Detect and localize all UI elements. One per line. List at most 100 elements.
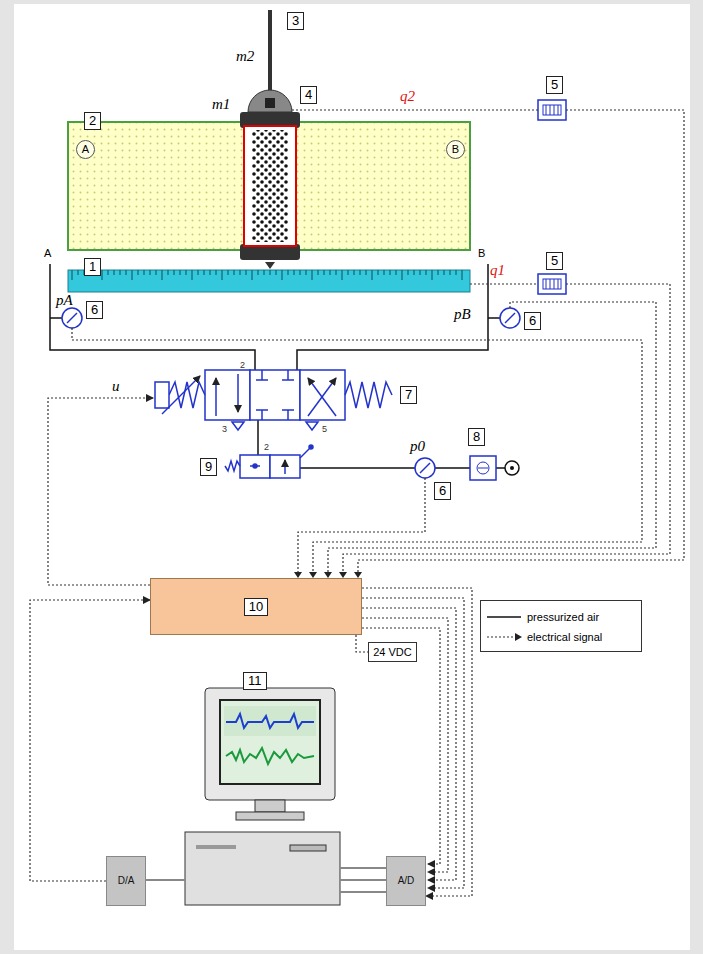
ruler-ticks xyxy=(294,270,295,275)
position-sensor xyxy=(558,279,559,289)
shutoff-valve xyxy=(284,460,286,474)
controller-box: 10 xyxy=(150,578,362,635)
air-pipes xyxy=(496,467,505,469)
proportional-valve xyxy=(162,376,200,414)
legend-sample xyxy=(485,632,523,642)
rod xyxy=(268,10,272,96)
converter-box: A/D xyxy=(386,856,426,906)
variable-label: u xyxy=(112,378,120,394)
ruler-ticks xyxy=(252,270,253,280)
ruler-ticks xyxy=(258,270,259,275)
computer xyxy=(236,812,304,820)
ruler-ticks xyxy=(264,270,265,275)
position-sensor xyxy=(538,100,566,120)
ruler-ticks xyxy=(420,270,421,275)
air-source xyxy=(510,466,514,470)
ruler-ticks xyxy=(192,270,193,280)
ruler-ticks xyxy=(390,270,391,275)
computer xyxy=(340,891,386,893)
signal-label: q1 xyxy=(490,262,505,278)
chamber-label: B xyxy=(446,140,465,159)
ruler-ticks xyxy=(384,270,385,275)
ruler-ticks xyxy=(198,270,199,275)
ruler-ticks xyxy=(342,270,343,280)
callout-number: 6 xyxy=(524,312,541,330)
ruler-ticks xyxy=(174,270,175,275)
ruler-ticks xyxy=(222,270,223,280)
callout-number: 3 xyxy=(287,12,304,30)
pressure-gauge xyxy=(500,308,520,328)
ruler-ticks xyxy=(330,270,331,275)
proportional-valve xyxy=(256,379,268,381)
computer xyxy=(226,748,314,764)
computer xyxy=(205,688,335,800)
shutoff-valve xyxy=(309,445,313,449)
sensor-wheel xyxy=(248,90,292,112)
ruler-ticks xyxy=(288,270,289,275)
air-pipes xyxy=(50,264,255,370)
callout-number: 1 xyxy=(84,258,101,276)
sensor-wheel xyxy=(265,98,275,108)
variable-label: m1 xyxy=(212,96,230,112)
pressure-gauge xyxy=(62,308,82,328)
ruler-ticks xyxy=(336,270,337,275)
port-number: 3 xyxy=(222,424,227,434)
piston xyxy=(265,262,275,269)
legend-box: pressurized air electrical signal xyxy=(480,600,642,652)
air-pipes xyxy=(435,467,470,469)
ruler-ticks xyxy=(246,270,247,275)
proportional-valve xyxy=(282,409,294,411)
pressure-gauge xyxy=(500,308,520,328)
computer xyxy=(196,845,236,849)
piston xyxy=(240,112,300,269)
callout-number: 11 xyxy=(243,672,267,690)
port-label: B xyxy=(478,246,485,260)
shutoff-valve xyxy=(270,455,300,478)
shutoff-valve xyxy=(240,455,270,478)
cylinder xyxy=(68,122,470,250)
position-sensor xyxy=(550,105,551,115)
callout-number: 6 xyxy=(434,482,451,500)
ruler-ticks xyxy=(366,270,367,275)
ruler-ticks xyxy=(324,270,325,275)
piston xyxy=(252,130,288,242)
ruler-ticks xyxy=(402,270,403,280)
proportional-valve xyxy=(282,379,294,381)
proportional-valve xyxy=(345,382,392,408)
ruler-ticks xyxy=(108,270,109,275)
ruler-ticks xyxy=(120,270,121,275)
variable-label: pA xyxy=(56,292,73,308)
rod xyxy=(270,10,271,96)
air-pipes xyxy=(300,467,415,469)
signal-connector xyxy=(30,600,150,881)
ruler-ticks xyxy=(156,270,157,275)
legend-sample-line xyxy=(487,636,515,637)
ruler-ticks xyxy=(186,270,187,275)
ruler-ticks xyxy=(132,270,133,280)
callout-number: 9 xyxy=(200,458,217,476)
ruler-ticks xyxy=(180,270,181,275)
position-sensor xyxy=(538,100,566,120)
port-number: 5 xyxy=(322,424,327,434)
signal-wires xyxy=(72,328,642,572)
pressure-gauge xyxy=(67,313,77,323)
computer xyxy=(340,879,386,881)
ruler-ticks xyxy=(318,270,319,275)
proportional-valve xyxy=(215,378,217,416)
legend-text: pressurized air xyxy=(527,610,599,624)
callout-number: 4 xyxy=(300,86,317,104)
signal-wires xyxy=(362,598,464,888)
position-sensor xyxy=(538,274,566,294)
computer xyxy=(185,832,340,905)
signal-wires xyxy=(362,608,456,880)
pressure-gauge xyxy=(415,458,435,478)
shutoff-valve xyxy=(300,448,310,458)
shutoff-valve xyxy=(225,461,240,471)
ruler-ticks xyxy=(426,270,427,275)
ruler-ticks xyxy=(456,270,457,275)
ruler-ticks xyxy=(216,270,217,275)
legend-text: electrical signal xyxy=(527,630,602,644)
ruler-ticks xyxy=(372,270,373,280)
air-pipes xyxy=(488,317,500,319)
